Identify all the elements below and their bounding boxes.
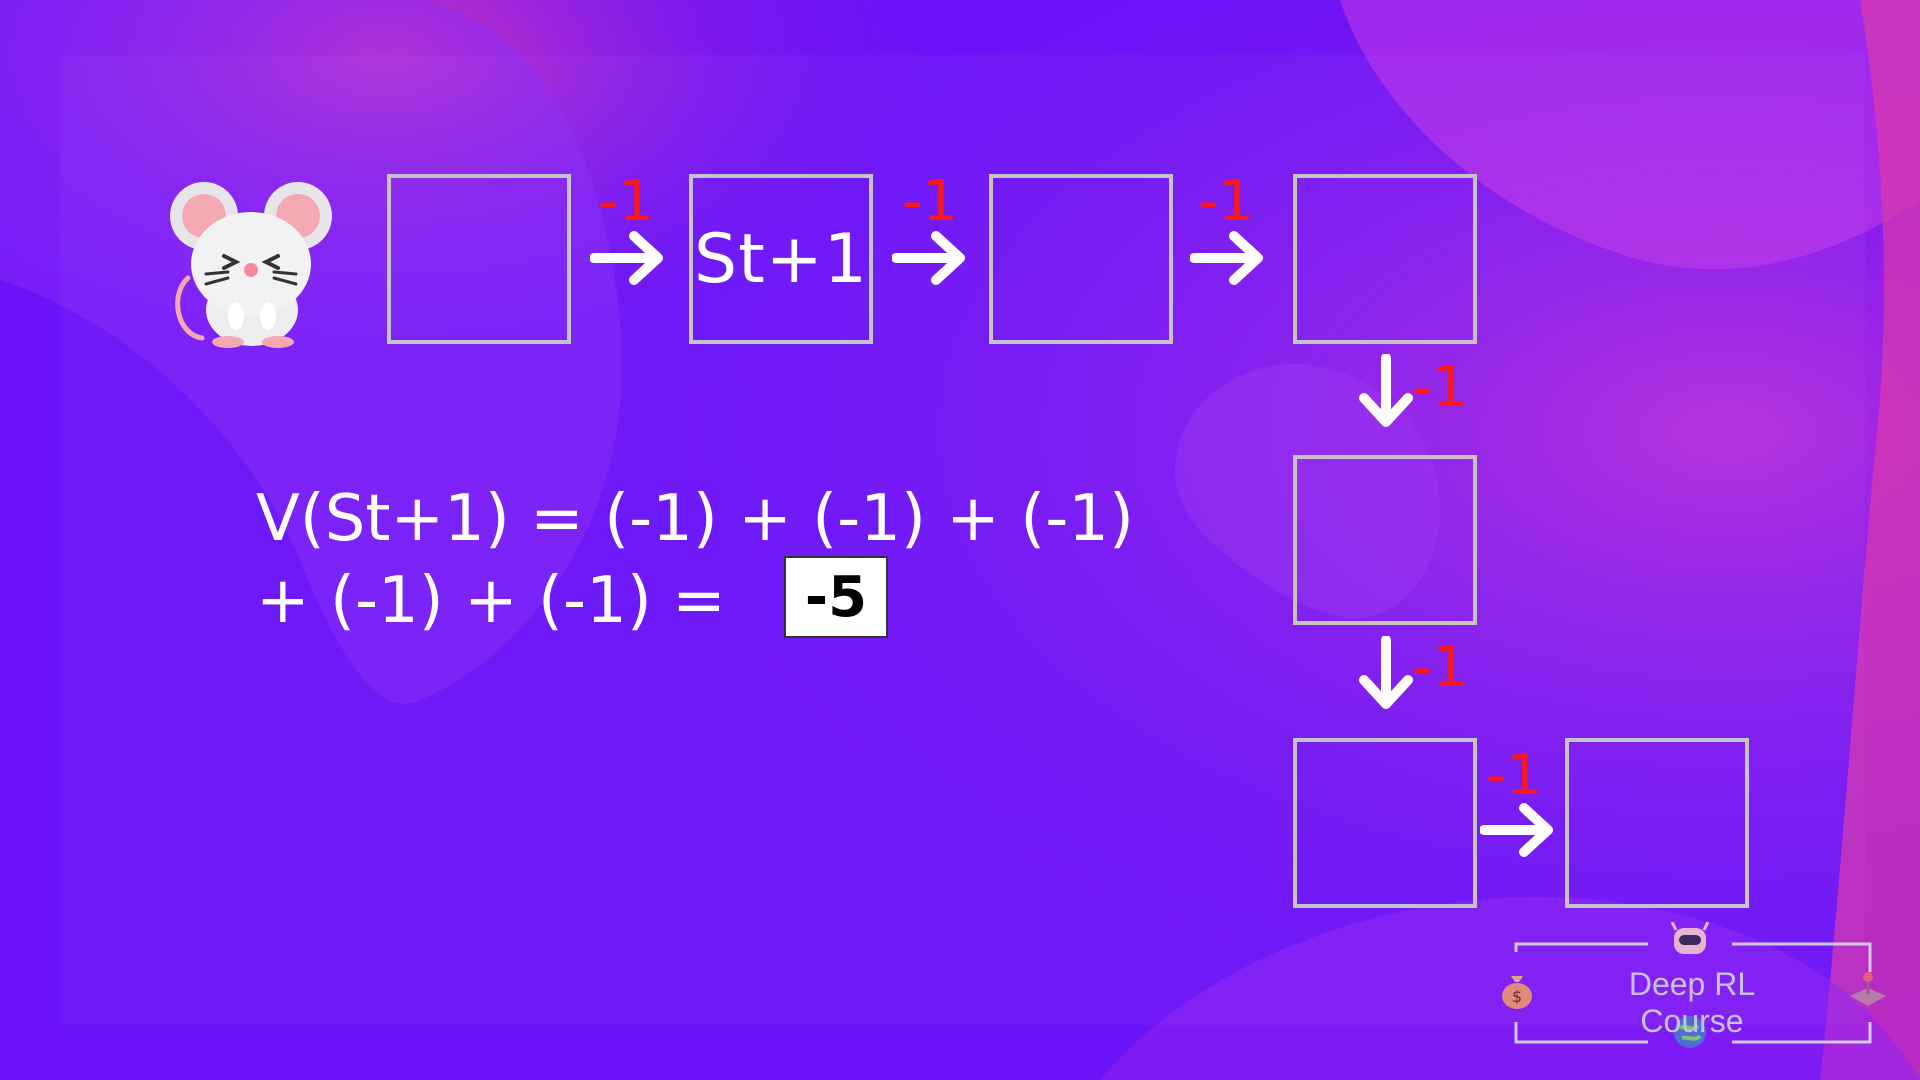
state-cell-7: [1565, 738, 1749, 908]
reward-label: -1: [902, 169, 958, 234]
reward-label: -1: [1412, 635, 1468, 700]
course-title: Deep RL Course: [1628, 966, 1756, 1039]
down-arrow-icon: [1359, 354, 1413, 427]
equation-result: -5: [784, 556, 888, 638]
reward-label: -1: [1198, 169, 1254, 234]
right-arrow-icon: [1480, 803, 1553, 857]
reward-label: -1: [598, 169, 654, 234]
equation-line-1: V(St+1) = (-1) + (-1) + (-1): [256, 482, 1134, 556]
reward-label: -1: [1412, 355, 1468, 420]
right-arrow-icon: [590, 231, 663, 285]
course-logo: [1514, 942, 1872, 1044]
down-arrow-icon: [1359, 636, 1413, 709]
mouse-icon: [170, 182, 332, 348]
robot-icon: [1670, 922, 1710, 954]
state-cell-3: [989, 174, 1173, 344]
state-cell-2: St+1: [689, 174, 873, 344]
state-cell-4: [1293, 174, 1477, 344]
globe-icon: [1674, 1016, 1706, 1048]
equation-line-2: + (-1) + (-1) =: [256, 564, 726, 638]
state-cell-5: [1293, 455, 1477, 625]
joystick-icon: [1850, 972, 1886, 1006]
money-bag-icon: $: [1502, 976, 1532, 1009]
right-arrow-icon: [1190, 231, 1263, 285]
state-cell-1: [387, 174, 571, 344]
svg-text:$: $: [1512, 987, 1522, 1006]
value-equation: V(St+1) = (-1) + (-1) + (-1) + (-1) + (-…: [256, 478, 1134, 642]
reward-label: -1: [1486, 743, 1542, 808]
right-arrow-icon: [892, 231, 965, 285]
state-cell-6: [1293, 738, 1477, 908]
